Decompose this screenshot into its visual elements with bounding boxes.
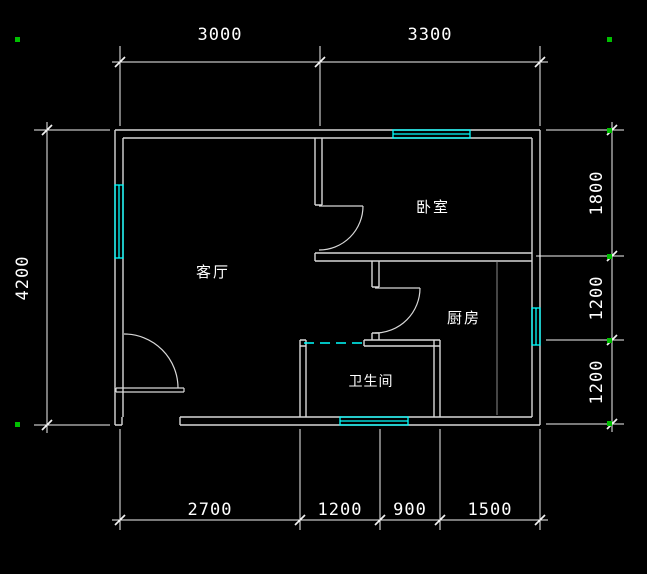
- window-symbols: [114, 129, 541, 426]
- outer-walls: [114, 129, 541, 426]
- grip-points: [15, 37, 612, 427]
- grip-point: [607, 421, 612, 426]
- grip-point: [15, 422, 20, 427]
- door-swing-kitchen: [374, 287, 421, 334]
- dim-label-right-1: 1800: [587, 171, 607, 216]
- room-label-living: 客厅: [196, 263, 230, 281]
- room-labels: 客厅 卧室 厨房 卫生间: [196, 198, 481, 390]
- room-label-bathroom: 卫生间: [349, 374, 394, 390]
- dim-label-right-3: 1200: [587, 360, 607, 405]
- dim-label-top-2: 3300: [408, 25, 453, 45]
- grip-point: [607, 128, 612, 133]
- window-symbol-right: [531, 307, 541, 346]
- dim-label-right-2: 1200: [587, 276, 607, 321]
- grip-point: [15, 37, 20, 42]
- room-label-bedroom: 卧室: [416, 198, 450, 216]
- grip-point: [607, 254, 612, 259]
- window-symbol-left: [114, 184, 124, 259]
- door-swing-bedroom: [318, 205, 364, 251]
- door-symbols: [115, 205, 421, 393]
- dim-label-top-1: 3000: [198, 25, 243, 45]
- dim-label-bottom-3: 900: [393, 500, 427, 520]
- dimension-labels: 3000 3300 2700 1200 900 1500 4200 1800 1…: [13, 25, 607, 520]
- door-swing-entrance: [115, 333, 185, 393]
- grip-point: [607, 338, 612, 343]
- interior-walls: [299, 138, 532, 417]
- grip-point: [607, 37, 612, 42]
- window-symbol-top: [392, 129, 471, 139]
- window-symbol-bottom: [339, 416, 409, 426]
- dim-label-left-1: 4200: [13, 256, 33, 301]
- dim-label-bottom-1: 2700: [188, 500, 233, 520]
- dim-label-bottom-2: 1200: [318, 500, 363, 520]
- room-label-kitchen: 厨房: [447, 309, 481, 327]
- dim-label-bottom-4: 1500: [468, 500, 513, 520]
